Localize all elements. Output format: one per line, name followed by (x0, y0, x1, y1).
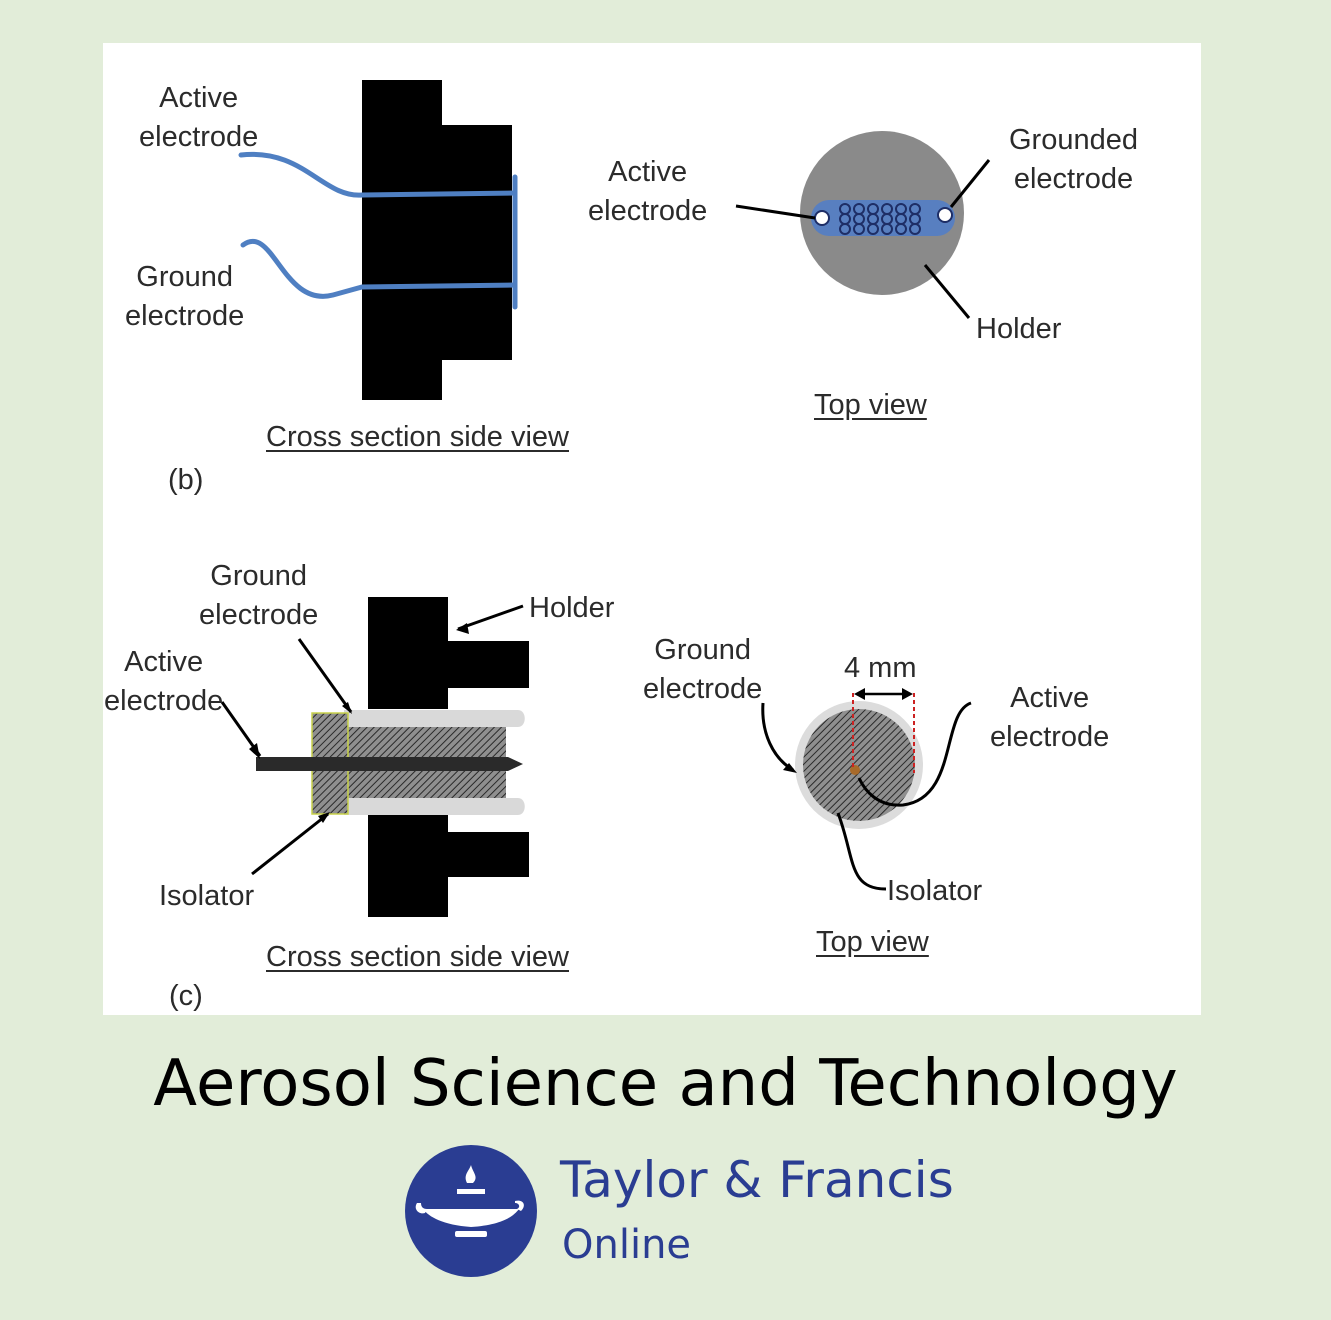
c-panel-label: (c) (169, 980, 203, 1012)
oil-lamp-icon (405, 1145, 537, 1277)
b-side-holder (362, 80, 512, 400)
c-top-dimension (852, 688, 915, 773)
b-top-holder-label: Holder (976, 313, 1062, 345)
c-side-view-title: Cross section side view (266, 941, 569, 973)
c-holder-label: Holder (529, 592, 615, 624)
c-side-holder (368, 597, 529, 917)
publisher-name: Taylor & Francis (560, 1151, 954, 1209)
b-side-view-title: Cross section side view (266, 421, 569, 453)
b-side-electrode-wires (238, 151, 518, 310)
c-isolator-label: Isolator (159, 880, 255, 912)
c-top-view-title: Top view (816, 926, 929, 958)
c-top-disc (795, 701, 923, 829)
b-top-electrode-bar (811, 200, 955, 236)
publisher-logo (403, 1143, 539, 1279)
c-side-arrowheads (249, 623, 469, 823)
figure-drawing (220, 80, 991, 917)
b-panel-label: (b) (168, 464, 204, 496)
c-top-dimension-label: 4 mm (844, 652, 917, 684)
b-top-leader-lines (735, 159, 991, 319)
c-side-ground-sleeve (344, 710, 525, 815)
journal-title: Aerosol Science and Technology (153, 1047, 1178, 1121)
c-top-arrowheads (783, 763, 797, 773)
c-side-active-rod (256, 757, 523, 771)
c-top-isolator-label: Isolator (887, 875, 983, 907)
b-top-view-title: Top view (814, 389, 927, 421)
publisher-sub: Online (562, 1222, 692, 1268)
